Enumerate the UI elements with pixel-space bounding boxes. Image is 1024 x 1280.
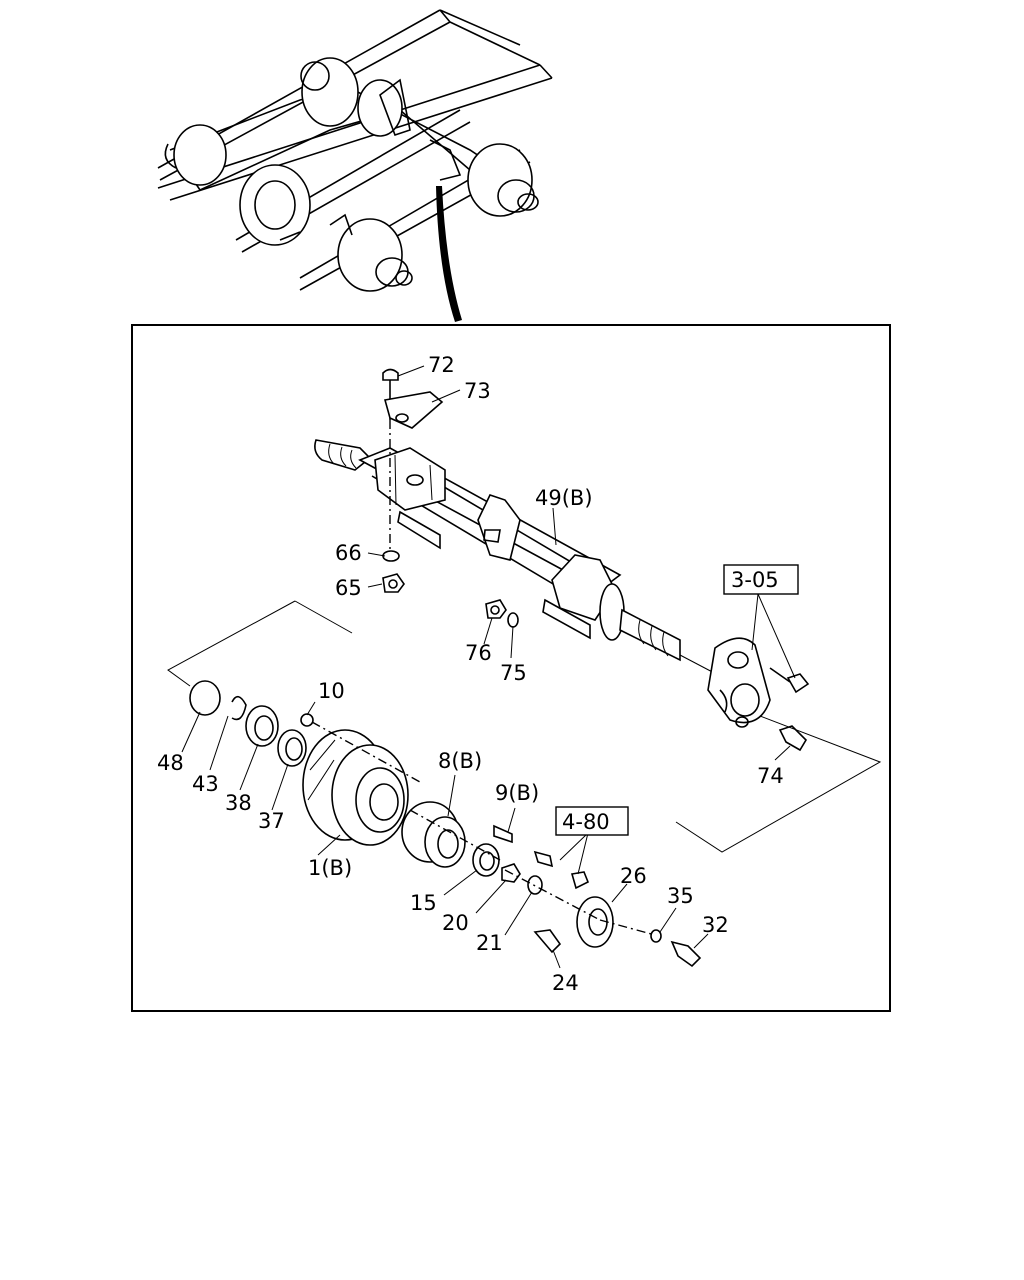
bearing-37 [277, 729, 307, 767]
label-48: 48 [157, 751, 184, 775]
washer-66 [382, 550, 400, 562]
label-9B: 9(B) [495, 781, 539, 805]
knuckle-bolt-upper [769, 667, 810, 694]
reference-box-4-80: 4-80 [555, 806, 629, 836]
label-24: 24 [552, 971, 579, 995]
washer-75 [507, 612, 519, 628]
brake-drum-1B [302, 729, 409, 846]
section-line-right [675, 715, 882, 853]
reference-label-3-05: 3-05 [731, 568, 779, 592]
label-1B: 1(B) [308, 856, 352, 880]
nut-76 [485, 599, 507, 619]
washer-35 [650, 929, 662, 943]
label-76: 76 [465, 641, 492, 665]
clip-73 [383, 391, 444, 429]
hub-cap-48 [189, 680, 221, 716]
oil-seal-38 [245, 705, 279, 747]
detail-frame [131, 324, 891, 1012]
ref-bolt-480 [533, 850, 554, 868]
bolt-24 [533, 929, 562, 954]
axle-housing [314, 420, 721, 677]
label-26: 26 [620, 864, 647, 888]
label-21: 21 [476, 931, 503, 955]
label-8B: 8(B) [438, 749, 482, 773]
section-line-left [167, 600, 353, 687]
overview-chassis-illustration [157, 9, 553, 322]
label-73: 73 [464, 379, 491, 403]
label-15: 15 [410, 891, 437, 915]
assembly-line [311, 721, 656, 936]
label-66: 66 [335, 541, 362, 565]
bearing-15 [472, 843, 500, 877]
bolt-74 [778, 725, 808, 752]
label-72: 72 [428, 353, 455, 377]
label-65: 65 [335, 576, 362, 600]
hub-cover-26 [576, 896, 614, 948]
reference-box-3-05: 3-05 [723, 564, 799, 595]
ref-nut-480 [570, 871, 590, 890]
label-10: 10 [318, 679, 345, 703]
label-32: 32 [702, 913, 729, 937]
steering-knuckle [707, 637, 771, 728]
nut-65 [382, 573, 405, 593]
snap-ring-43 [231, 695, 247, 721]
label-38: 38 [225, 791, 252, 815]
label-75: 75 [500, 661, 527, 685]
label-20: 20 [442, 911, 469, 935]
reference-label-4-80: 4-80 [562, 810, 610, 834]
label-74: 74 [757, 764, 784, 788]
label-35: 35 [667, 884, 694, 908]
label-43: 43 [192, 772, 219, 796]
bolt-32 [670, 940, 702, 968]
hub-8B [401, 801, 466, 868]
label-37: 37 [258, 809, 285, 833]
stud-9B [493, 824, 513, 844]
label-49B: 49(B) [535, 486, 593, 510]
nut-10 [300, 713, 314, 727]
leader-lines [181, 365, 796, 969]
